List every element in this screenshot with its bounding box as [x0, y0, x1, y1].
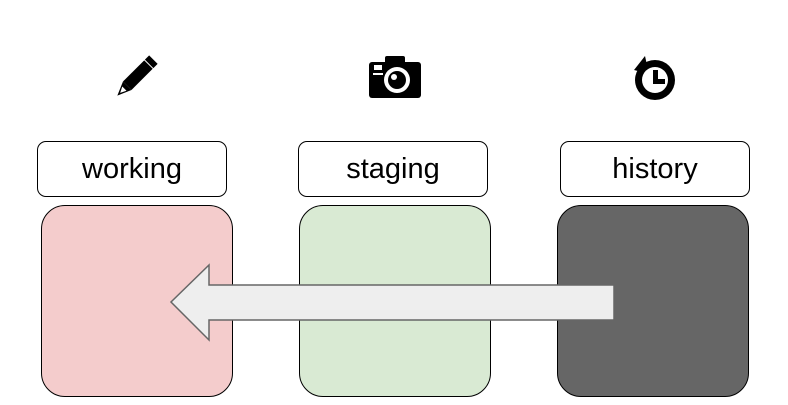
working-area	[41, 205, 233, 397]
history-label: history	[560, 141, 750, 197]
camera-icon	[365, 48, 425, 108]
history-icon	[625, 48, 685, 108]
working-label: working	[37, 141, 227, 197]
history-area	[557, 205, 749, 397]
staging-label: staging	[298, 141, 488, 197]
staging-area	[299, 205, 491, 397]
pencil-icon	[105, 48, 165, 108]
